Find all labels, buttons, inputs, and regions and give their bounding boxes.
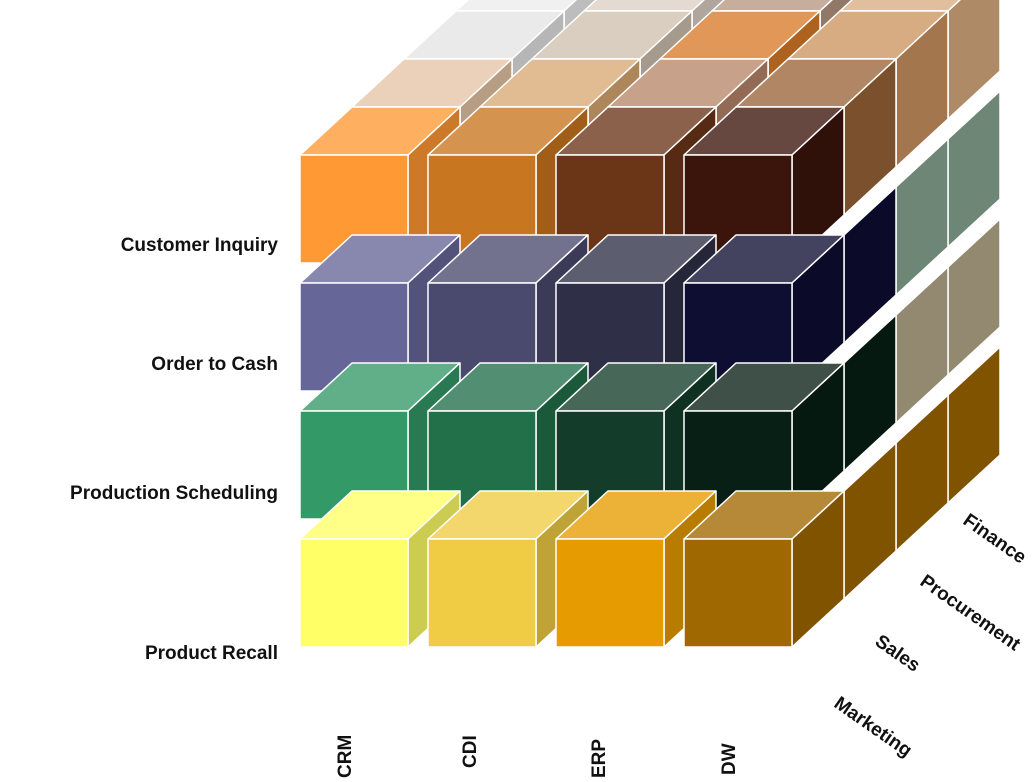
cube-order-to-cash-dw-finance: [947, 90, 1001, 248]
row-label-production-scheduling: Production Scheduling: [70, 483, 278, 504]
cube-front-face: [555, 538, 665, 648]
cube-order-to-cash-dw-sales: [843, 186, 897, 344]
cube-side-face: [843, 314, 897, 472]
cube-product-recall-dw-sales: [843, 442, 897, 600]
cube-production-scheduling-dw-procurement: [895, 266, 949, 424]
cube-front-face: [299, 538, 409, 648]
column-label-erp: ERP: [589, 738, 610, 778]
cube-side-face: [895, 138, 949, 296]
cube-front-face: [683, 538, 793, 648]
column-label-dw: DW: [719, 743, 740, 775]
cube-side-face: [843, 442, 897, 600]
row-label-order-to-cash: Order to Cash: [151, 354, 278, 375]
cube-product-recall-dw: [683, 490, 845, 648]
cube-side-face: [947, 218, 1001, 376]
row-label-customer-inquiry: Customer Inquiry: [120, 235, 278, 256]
cube-production-scheduling-dw-finance: [947, 218, 1001, 376]
cube-product-recall-dw-finance: [947, 346, 1001, 504]
column-label-crm: CRM: [335, 734, 356, 778]
column-label-cdi: CDI: [460, 735, 481, 768]
row-label-product-recall: Product Recall: [144, 643, 278, 664]
cube-order-to-cash-dw-procurement: [895, 138, 949, 296]
cube-side-face: [895, 266, 949, 424]
cube-side-face: [895, 394, 949, 552]
cube-product-recall-dw-procurement: [895, 394, 949, 552]
cube-side-face: [947, 346, 1001, 504]
cube-front-face: [427, 538, 537, 648]
cube-side-face: [843, 186, 897, 344]
cube-side-face: [947, 90, 1001, 248]
cube-production-scheduling-dw-sales: [843, 314, 897, 472]
